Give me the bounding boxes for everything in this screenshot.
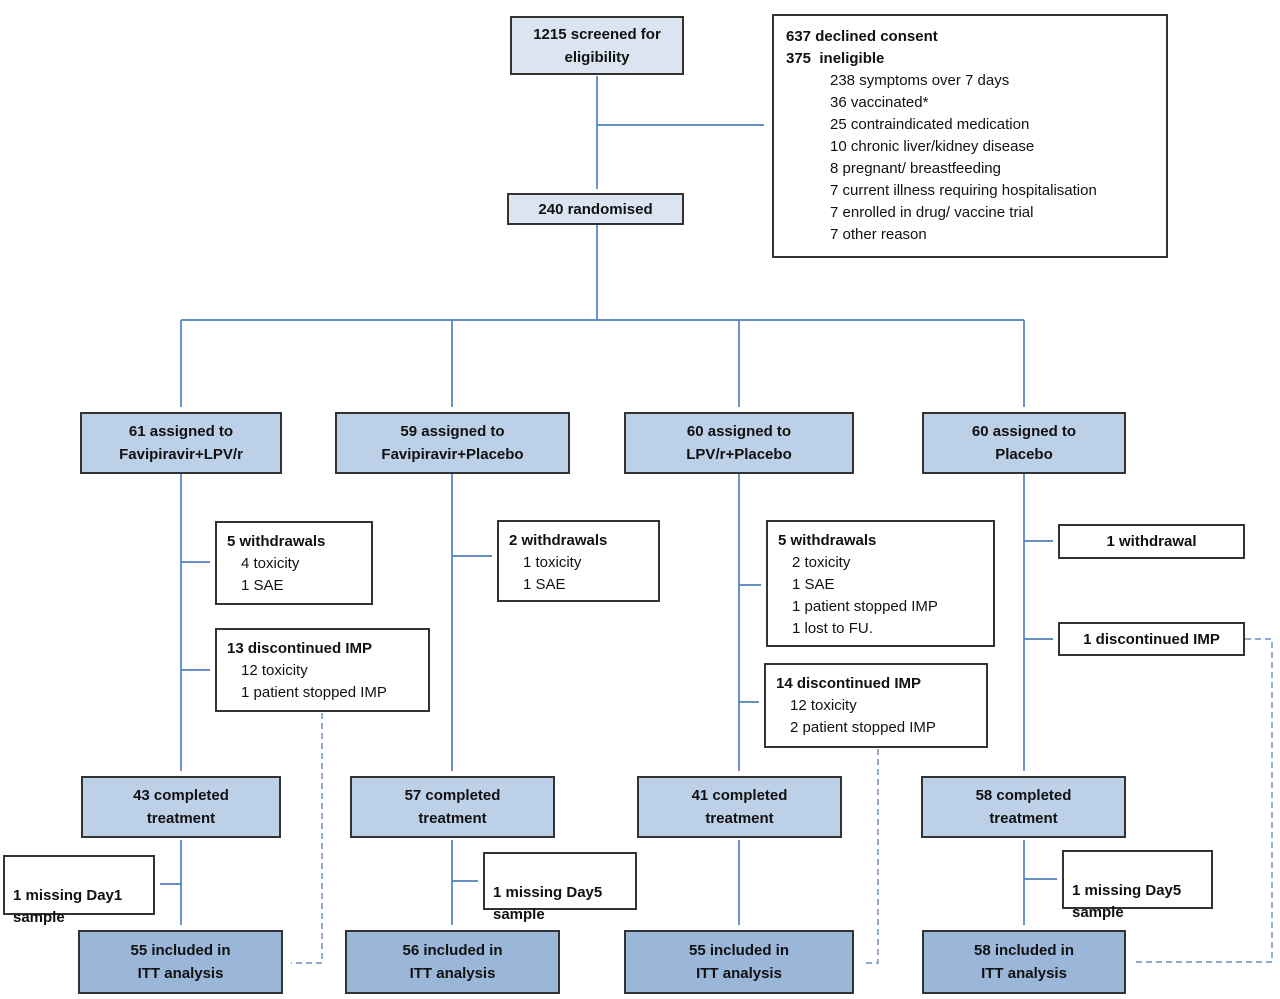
arm3-withdrawals-title: 5 withdrawals [778,532,877,549]
arm4-assigned-label: 60 assigned to Placebo [971,423,1077,463]
arm1-withdrawals-item: 1 SAE [241,577,284,594]
arm2-missing-sample-label: 1 missing Day5 sample [493,884,603,923]
arm4-assigned-box: 60 assigned to Placebo [922,412,1126,474]
arm4-withdrawal-title: 1 withdrawal [1106,533,1197,550]
arm2-withdrawals-item: 1 SAE [523,576,566,593]
exclusion-item: 8 pregnant/ breastfeeding [830,160,1001,177]
arm3-discontinued-box: 14 discontinued IMP 12 toxicity 2 patien… [764,663,988,748]
arm2-completed-label: 57 completed treatment [404,787,501,827]
arm4-discontinued-box: 1 discontinued IMP [1058,622,1245,656]
arm3-discontinued-title: 14 discontinued IMP [776,675,922,692]
arm2-assigned-label: 59 assigned to Favipiravir+Placebo [381,423,524,463]
arm1-itt-label: 55 included in ITT analysis [130,942,231,982]
exclusions-declined: 637 declined consent [786,28,938,45]
arm3-assigned-label: 60 assigned to LPV/r+Placebo [686,423,792,463]
arm2-missing-sample-box: 1 missing Day5 sample [483,852,637,923]
randomised-label: 240 randomised [538,200,653,218]
arm4-missing-sample-label: 1 missing Day5 sample [1072,882,1182,921]
arm4-discontinued-title: 1 discontinued IMP [1083,630,1220,648]
arm3-withdrawals-box: 5 withdrawals 2 toxicity 1 SAE 1 patient… [766,520,995,647]
arm4-completed-label: 58 completed treatment [975,787,1072,827]
arm2-completed-box: 57 completed treatment [350,776,555,838]
exclusions-ineligible: 375 ineligible [786,50,885,67]
arm4-itt-label: 58 included in ITT analysis [973,942,1075,982]
arm1-withdrawals-item: 4 toxicity [241,555,300,572]
arm3-withdrawals-item: 1 SAE [792,576,835,593]
arm2-withdrawals-title: 2 withdrawals [509,532,608,549]
arm4-itt-box: 58 included in ITT analysis [922,930,1126,994]
arm2-withdrawals-item: 1 toxicity [523,554,582,571]
exclusion-item: 25 contraindicated medication [830,116,1030,133]
arm3-withdrawals-item: 2 toxicity [792,554,851,571]
arm1-missing-sample-label: 1 missing Day1 sample [13,887,123,926]
arm2-itt-box: 56 included in ITT analysis [345,930,560,994]
arm1-completed-label: 43 completed treatment [133,787,229,827]
dashed-arm4-discontinued-to-itt [1134,638,1273,963]
exclusion-item: 7 enrolled in drug/ vaccine trial [830,204,1034,221]
randomised-box: 240 randomised [507,193,684,225]
arm1-discontinued-box: 13 discontinued IMP 12 toxicity 1 patien… [215,628,430,712]
arm1-withdrawals-box: 5 withdrawals 4 toxicity 1 SAE [215,521,373,605]
arm3-itt-label: 55 included in ITT analysis [688,942,790,982]
arm3-itt-box: 55 included in ITT analysis [624,930,854,994]
arm1-completed-box: 43 completed treatment [81,776,281,838]
arm1-assigned-box: 61 assigned to Favipiravir+LPV/r [80,412,282,474]
exclusion-item: 238 symptoms over 7 days [830,72,1010,89]
arm1-discontinued-item: 1 patient stopped IMP [241,684,387,701]
arm1-assigned-label: 61 assigned to Favipiravir+LPV/r [119,423,243,463]
exclusion-item: 10 chronic liver/kidney disease [830,138,1035,155]
arm1-missing-sample-box: 1 missing Day1 sample [3,855,155,926]
screened-box: 1215 screened for eligibility [510,16,684,75]
exclusions-box: 637 declined consent 375 ineligible 238 … [772,14,1168,258]
arm4-withdrawal-box: 1 withdrawal [1058,524,1245,559]
screened-label: 1215 screened for eligibility [533,25,661,66]
arm1-itt-box: 55 included in ITT analysis [78,930,283,994]
arm1-discontinued-title: 13 discontinued IMP [227,640,373,657]
arm3-withdrawals-item: 1 patient stopped IMP [792,598,938,615]
exclusion-item: 36 vaccinated* [830,94,929,111]
arm4-missing-sample-box: 1 missing Day5 sample [1062,850,1213,921]
arm4-completed-box: 58 completed treatment [921,776,1126,838]
arm2-assigned-box: 59 assigned to Favipiravir+Placebo [335,412,570,474]
exclusion-item: 7 other reason [830,226,927,243]
arm3-assigned-box: 60 assigned to LPV/r+Placebo [624,412,854,474]
arm1-discontinued-item: 12 toxicity [241,662,308,679]
arm3-completed-box: 41 completed treatment [637,776,842,838]
arm2-itt-label: 56 included in ITT analysis [402,942,503,982]
dashed-arm3-discontinued-to-itt [862,749,879,964]
exclusion-item: 7 current illness requiring hospitalisat… [830,182,1097,199]
arm3-discontinued-item: 12 toxicity [790,697,857,714]
dashed-arm1-discontinued-to-itt [291,713,323,964]
arm1-withdrawals-title: 5 withdrawals [227,533,326,550]
arm3-completed-label: 41 completed treatment [691,787,788,827]
arm3-discontinued-item: 2 patient stopped IMP [790,719,936,736]
arm2-withdrawals-box: 2 withdrawals 1 toxicity 1 SAE [497,520,660,602]
arm3-withdrawals-item: 1 lost to FU. [792,620,873,637]
